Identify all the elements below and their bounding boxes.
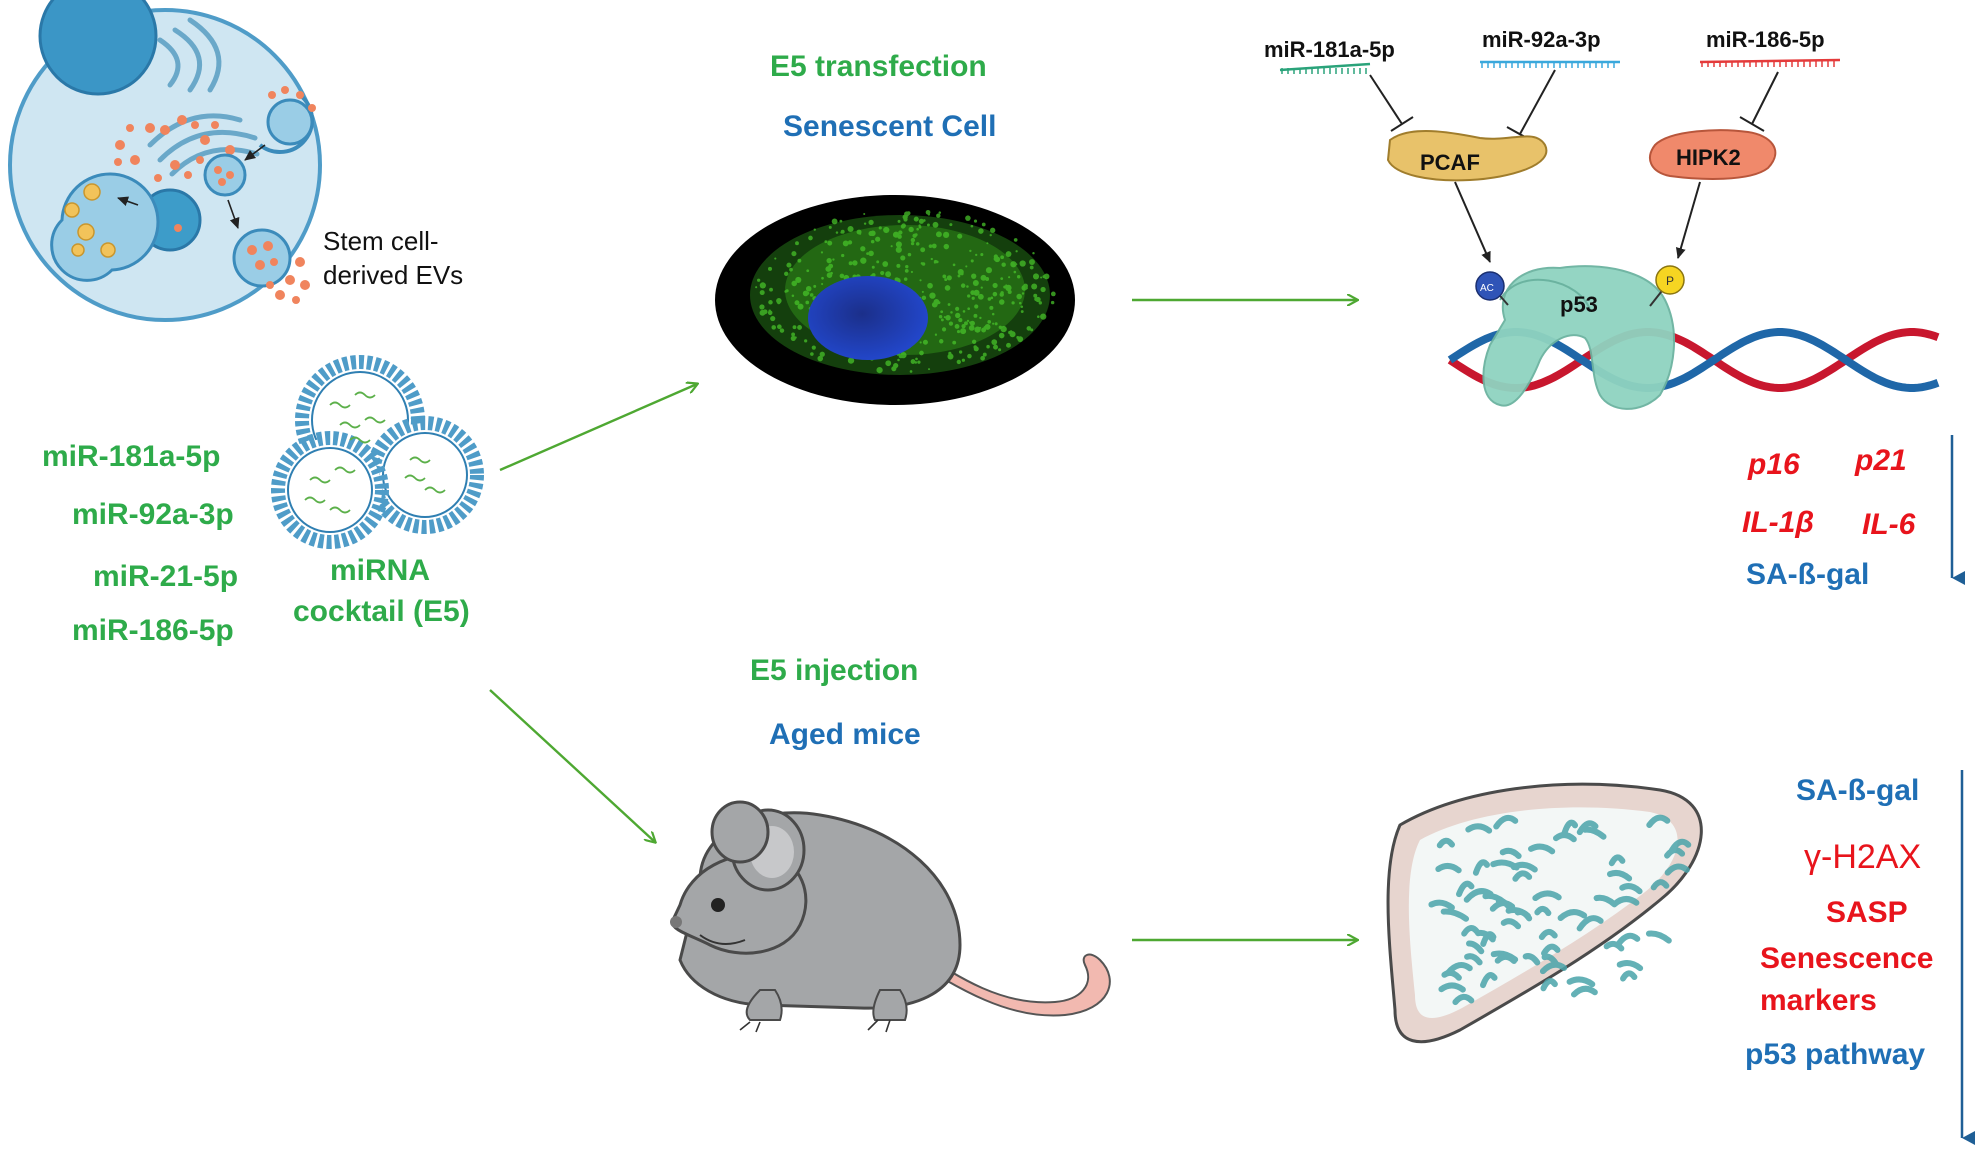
pathway-mirna-181a-label: miR-181a-5p: [1264, 37, 1395, 62]
acetyl-label: AC: [1480, 283, 1494, 294]
inhibition-186: [1751, 71, 1779, 125]
pathway-diagram: [1279, 58, 1975, 1145]
cell-branch-subtitle: Senescent Cell: [783, 110, 997, 143]
mirna-item-21: miR-21-5p: [93, 560, 239, 593]
outcome-il1b: IL-1β: [1742, 506, 1814, 539]
mirna-item-181a: miR-181a-5p: [42, 440, 221, 473]
cocktail-label-line2: cocktail (E5): [293, 595, 470, 628]
mouse-illustration: [670, 800, 1111, 1033]
p53-protein: [1482, 265, 1675, 410]
senescent-cell-image: [715, 195, 1075, 405]
cell-branch-title: E5 transfection: [770, 50, 987, 83]
mirna-strand-92a: [1480, 60, 1620, 68]
stem-cell-label-line1: Stem cell-: [323, 226, 439, 256]
mouse-eye: [711, 898, 725, 912]
mirna-item-92a: miR-92a-3p: [72, 498, 234, 531]
pathway-mirna-186-label: miR-186-5p: [1706, 27, 1825, 52]
outcome-h2ax: γ-H2AX: [1804, 838, 1922, 876]
mouse-branch-subtitle: Aged mice: [769, 718, 921, 751]
outcome-sagal-cell: SA-ß-gal: [1746, 558, 1870, 591]
vesicle-dots: [114, 115, 235, 182]
pathway-mirna-92a-label: miR-92a-3p: [1482, 27, 1601, 52]
cocktail-label-line1: miRNA: [330, 554, 431, 587]
inhibition-92a: [1519, 69, 1556, 135]
phospho-label: P: [1666, 274, 1674, 288]
mirna-squiggles: [304, 391, 446, 514]
outcome-sasp: SASP: [1826, 896, 1908, 929]
released-evs: [266, 257, 310, 304]
nucleus-shape: [38, 0, 158, 96]
pcaf-label: PCAF: [1420, 150, 1480, 175]
cell-nucleus: [808, 276, 928, 360]
outcome-p21: p21: [1855, 444, 1907, 477]
outcome-p53-pathway: p53 pathway: [1745, 1038, 1926, 1071]
mirna-strand-181a: [1279, 62, 1371, 74]
hipk2-protein: [1649, 129, 1777, 180]
mirna-item-186: miR-186-5p: [72, 614, 234, 647]
phosphorylation-marker: [1655, 265, 1685, 295]
mirna-strand-186: [1699, 58, 1841, 67]
outcome-senescence-line2: markers: [1760, 984, 1877, 1017]
ev-cocktail-illustration: [271, 355, 484, 549]
hipk2-label: HIPK2: [1676, 145, 1741, 170]
outcome-p16: p16: [1748, 448, 1800, 481]
stem-cell-label-line2: derived EVs: [323, 260, 464, 290]
arrow-to-mouse: [489, 689, 655, 842]
acetylation-marker: [1475, 271, 1505, 301]
outcome-sagal-mouse: SA-ß-gal: [1796, 774, 1920, 807]
p53-label: p53: [1560, 292, 1598, 317]
liver-tissue-image: [1386, 782, 1703, 1044]
stem-cell-illustration: [8, 0, 322, 322]
outcome-il6: IL-6: [1862, 508, 1916, 541]
inhibition-181a: [1369, 74, 1403, 125]
outcome-senescence-line1: Senescence: [1760, 942, 1934, 975]
pcaf-protein: [1386, 130, 1548, 182]
mouse-branch-title: E5 injection: [750, 654, 919, 687]
arrow-to-cell: [499, 384, 697, 472]
